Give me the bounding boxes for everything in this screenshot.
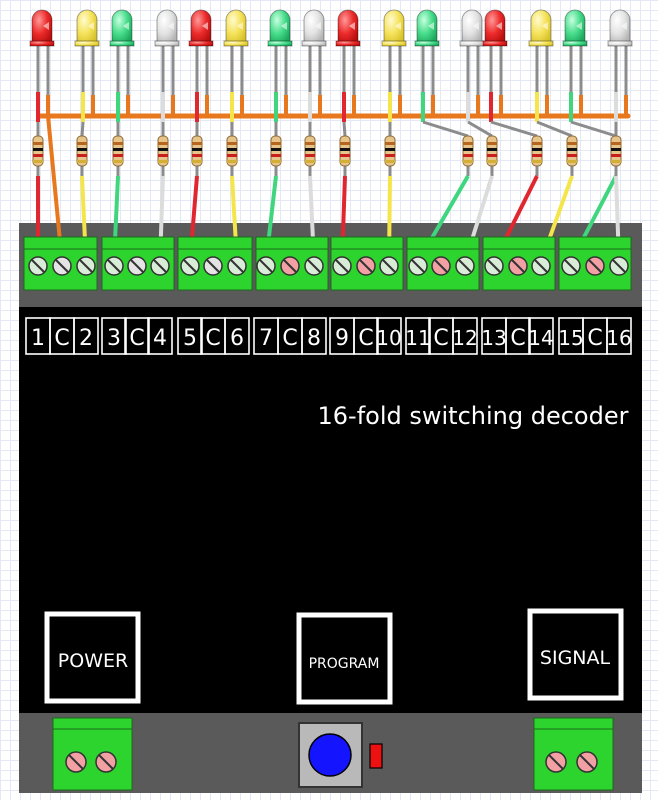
resistor	[157, 135, 169, 167]
led-yellow	[223, 9, 249, 116]
led-green	[414, 9, 440, 116]
resistor	[566, 135, 578, 167]
resistor	[191, 135, 203, 167]
resistor	[32, 135, 44, 167]
terminal-label: C	[505, 317, 531, 355]
resistors	[32, 135, 622, 167]
signal-terminal	[533, 717, 614, 791]
power-label: POWER	[58, 650, 128, 672]
terminal-label: 16	[606, 317, 632, 355]
led-yellow	[528, 9, 554, 116]
terminal-label: 14	[528, 317, 554, 355]
terminal-label: 10	[376, 317, 402, 355]
leds	[29, 9, 633, 116]
terminal-label: 12	[452, 317, 478, 355]
resistor	[610, 135, 622, 167]
decoder-title: 16-fold switching decoder	[318, 402, 629, 430]
decoder-board	[19, 223, 642, 793]
resistor	[384, 135, 396, 167]
led-white	[301, 9, 327, 116]
led-yellow	[381, 9, 407, 116]
program-button[interactable]	[308, 733, 352, 777]
terminal-label-text: 14	[528, 326, 553, 350]
terminal-label-text: 8	[307, 326, 321, 351]
terminal-label-text: 15	[558, 326, 583, 350]
resistor	[76, 135, 88, 167]
terminal-label: 2	[73, 317, 99, 355]
terminal-label: 4	[147, 317, 173, 355]
terminal-block	[23, 236, 98, 291]
terminal-block	[330, 236, 404, 291]
resistor	[226, 135, 238, 167]
terminal-label: 15	[558, 317, 584, 355]
terminal-label-text: C	[358, 326, 373, 351]
terminal-label: 6	[224, 317, 250, 355]
terminal-label: 11	[405, 317, 431, 355]
terminal-label-text: 13	[481, 326, 506, 350]
resistor	[339, 135, 351, 167]
led-red	[335, 9, 361, 116]
led-red	[29, 9, 55, 116]
signal-label: SIGNAL	[540, 647, 611, 669]
led-white	[607, 9, 633, 116]
terminal-label-text: 5	[183, 326, 197, 351]
terminal-label-text: 7	[259, 326, 273, 351]
terminal-label-text: 10	[376, 326, 401, 350]
terminal-label-text: 6	[230, 326, 244, 351]
program-label: PROGRAM	[309, 656, 380, 672]
terminal-label-text: C	[433, 326, 448, 351]
resistor	[270, 135, 282, 167]
terminal-label-text: 11	[405, 326, 430, 350]
terminal-label-text: C	[510, 326, 525, 351]
led-white	[459, 9, 485, 116]
power-terminal	[52, 717, 133, 791]
terminal-label-text: 12	[452, 326, 477, 350]
terminal-label-text: 2	[79, 326, 93, 351]
program-box	[296, 612, 393, 705]
resistor	[462, 135, 474, 167]
terminal-block	[558, 236, 632, 291]
led-yellow	[74, 9, 100, 116]
terminal-label-text: 16	[606, 326, 631, 350]
resistor	[531, 135, 543, 167]
terminal-block	[255, 236, 329, 291]
terminal-label-text: 9	[335, 326, 349, 351]
resistor	[304, 135, 316, 167]
terminal-label-text: 1	[31, 326, 45, 351]
terminal-block	[177, 236, 253, 291]
led-red	[188, 9, 214, 116]
program-led	[369, 743, 383, 769]
terminal-label-text: C	[282, 326, 297, 351]
terminal-label: C	[124, 317, 150, 355]
terminal-blocks	[23, 236, 632, 291]
resistor	[112, 135, 124, 167]
terminal-label-text: 4	[153, 326, 167, 351]
terminal-label-text: C	[54, 326, 69, 351]
terminal-label-text: 3	[107, 326, 121, 351]
power-box	[44, 611, 141, 704]
terminal-label: 3	[101, 317, 127, 355]
resistor	[486, 135, 498, 167]
led-green	[562, 9, 588, 116]
terminal-label: 8	[301, 317, 327, 355]
terminal-block	[406, 236, 480, 291]
led-green	[109, 9, 135, 116]
terminal-block	[101, 236, 175, 291]
signal-box	[527, 608, 624, 701]
terminal-label: C	[353, 317, 379, 355]
led-green	[267, 9, 293, 116]
terminal-block	[482, 236, 556, 291]
led-white	[154, 9, 180, 116]
terminal-label-text: C	[129, 326, 144, 351]
led-red	[482, 9, 508, 116]
wires	[36, 92, 621, 264]
terminal-label-text: C	[205, 326, 220, 351]
terminal-label-text: C	[587, 326, 602, 351]
terminal-label: 5	[177, 317, 203, 355]
